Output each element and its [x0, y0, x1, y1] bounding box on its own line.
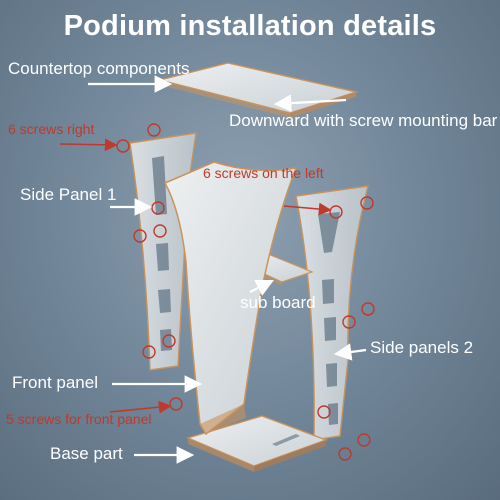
screw-marker — [116, 139, 130, 153]
side-panels-2-arrow — [333, 343, 367, 361]
label-six-screws-right: 6 screws right — [8, 121, 95, 137]
screw-marker — [342, 315, 356, 329]
side-panels-2-part — [295, 185, 369, 441]
label-side-panels-2: Side panels 2 — [370, 338, 474, 357]
screw-marker — [162, 334, 176, 348]
screw-marker — [147, 123, 161, 137]
pointer-arrows — [88, 75, 367, 464]
sub-board-arrow — [249, 280, 274, 296]
label-six-screws-left: 6 screws on the left — [203, 165, 324, 181]
screw-marker — [360, 196, 374, 210]
screw-note-arrows — [59, 138, 332, 414]
six-screws-right-arrow — [59, 138, 118, 152]
screw-bar-arrow — [273, 94, 347, 112]
label-downward-screw-bar: Downward with screw mounting bar — [229, 111, 498, 130]
screw-marker — [142, 345, 156, 359]
front-panel-part — [163, 161, 298, 436]
five-screws-front-arrow — [109, 400, 172, 414]
six-screws-left-arrow — [283, 202, 332, 216]
screw-marker — [133, 229, 147, 243]
screw-marker — [338, 447, 352, 461]
screw-marker — [361, 302, 375, 316]
label-five-screws-front: 5 screws for front panel — [6, 411, 152, 427]
screw-marker — [317, 405, 331, 419]
diagram-title: Podium installation details — [63, 10, 437, 42]
screw-marker — [153, 224, 167, 238]
label-front-panel: Front panel — [12, 373, 98, 392]
label-sub-board: sub board — [240, 293, 316, 312]
label-countertop-components: Countertop components — [8, 59, 190, 78]
screw-marker — [357, 433, 371, 447]
countertop-part — [159, 62, 359, 118]
screw-markers — [116, 123, 375, 461]
label-side-panel-1: Side Panel 1 — [20, 185, 117, 204]
label-base-part: Base part — [50, 444, 123, 463]
screw-marker — [169, 397, 183, 411]
base-part — [185, 415, 329, 472]
